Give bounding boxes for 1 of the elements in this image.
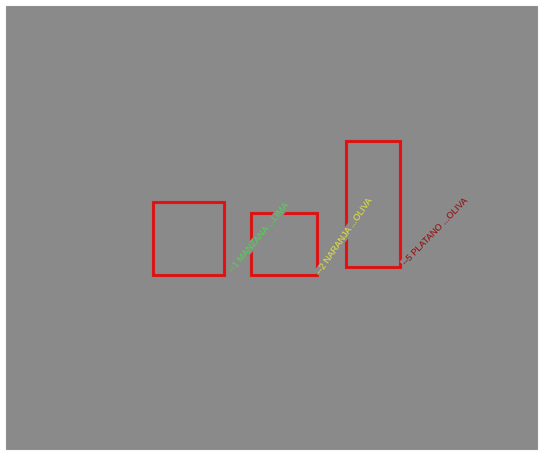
outline-box — [152, 201, 226, 277]
